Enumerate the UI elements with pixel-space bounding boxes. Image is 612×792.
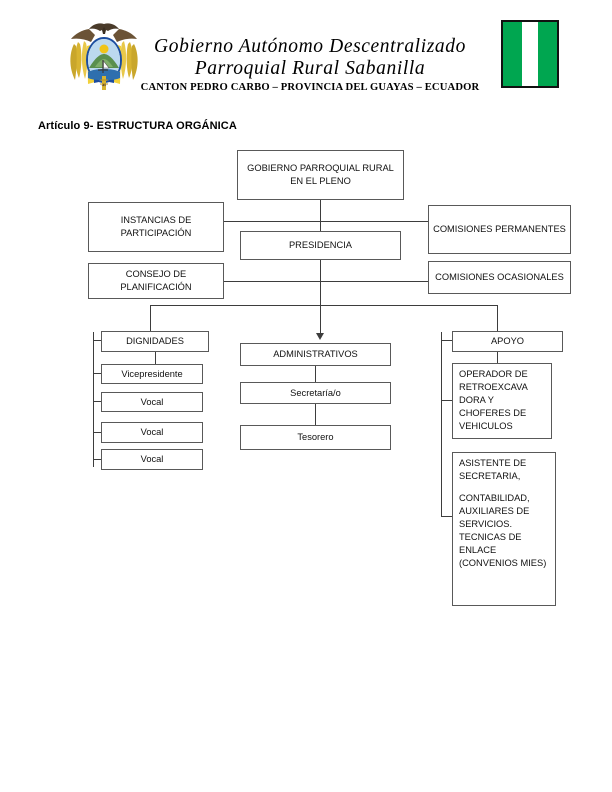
connector-secretaria-tesorero (315, 403, 317, 425)
node-gobierno-parroquial-pleno[interactable]: GOBIERNO PARROQUIAL RURAL EN EL PLENO (237, 150, 404, 200)
document-header: ☙ Gobierno Autónomo Descentralizado Parr… (0, 0, 612, 112)
connector-trunk-administrativos (320, 305, 322, 337)
node-vocal-3[interactable]: Vocal (101, 449, 203, 470)
header-title-block: Gobierno Autónomo Descentralizado Parroq… (140, 36, 480, 93)
node-apoyo[interactable]: APOYO (452, 331, 563, 352)
connector-dignidades-rail (93, 332, 95, 467)
ecuador-coat-of-arms-icon: ☙ (70, 23, 138, 90)
node-asistente-text-2: CONTABILIDAD, AUXILIARES DE SERVICIOS. T… (459, 493, 547, 568)
connector-bus-main (150, 305, 498, 307)
node-presidencia[interactable]: PRESIDENCIA (240, 231, 401, 260)
connector-asistente-stub (441, 516, 453, 518)
connector-dignidades-vice (155, 352, 157, 365)
connector-rail-upper (222, 221, 512, 223)
node-operador-retroexcavadora[interactable]: OPERADOR DE RETROEXCAVA DORA Y CHOFERES … (452, 363, 552, 439)
connector-vocal1-stub (93, 401, 103, 403)
connector-apoyo-operador (497, 352, 499, 365)
connector-dignidades-stub (93, 340, 103, 342)
connector-apoyo-rail (441, 332, 443, 517)
org-title-line-2: Parroquial Rural Sabanilla (194, 58, 426, 79)
connector-bus-drop-apoyo (497, 305, 499, 332)
node-asistente-text-1: ASISTENTE DE SECRETARIA, (459, 458, 527, 481)
connector-apoyo-stub (441, 340, 453, 342)
node-asistente-secretaria[interactable]: ASISTENTE DE SECRETARIA, CONTABILIDAD, A… (452, 452, 556, 606)
node-administrativos[interactable]: ADMINISTRATIVOS (240, 343, 391, 366)
connector-operador-stub (441, 400, 453, 402)
node-consejo-planificacion[interactable]: CONSEJO DE PLANIFICACIÓN (88, 263, 224, 299)
page-title: Artículo 9- ESTRUCTURA ORGÁNICA (38, 120, 237, 132)
org-subtitle: CANTON PEDRO CARBO – PROVINCIA DEL GUAYA… (140, 82, 480, 93)
connector-vicepresidente-stub (93, 373, 103, 375)
org-title-line-1: Gobierno Autónomo Descentralizado (154, 36, 466, 57)
node-tesorero[interactable]: Tesorero (240, 425, 391, 450)
node-vocal-2[interactable]: Vocal (101, 422, 203, 443)
node-comisiones-ocasionales[interactable]: COMISIONES OCASIONALES (428, 261, 571, 294)
connector-vocal2-stub (93, 432, 103, 434)
node-comisiones-permanentes[interactable]: COMISIONES PERMANENTES (428, 205, 571, 254)
node-vicepresidente[interactable]: Vicepresidente (101, 364, 203, 384)
svg-text:☙: ☙ (101, 83, 106, 89)
node-instancias-participacion[interactable]: INSTANCIAS DE PARTICIPACIÓN (88, 202, 224, 252)
sabanilla-flag-icon (501, 20, 559, 88)
connector-vocal3-stub (93, 459, 103, 461)
node-dignidades[interactable]: DIGNIDADES (101, 331, 209, 352)
connector-rail-lower (222, 281, 512, 283)
node-vocal-1[interactable]: Vocal (101, 392, 203, 412)
node-secretaria[interactable]: Secretaría/o (240, 382, 391, 404)
node-operador-text: OPERADOR DE RETROEXCAVA DORA Y CHOFERES … (459, 369, 528, 431)
connector-bus-drop-dignidades (150, 305, 152, 332)
arrowhead-administrativos (316, 333, 324, 340)
connector-administrativos-secretaria (315, 365, 317, 382)
